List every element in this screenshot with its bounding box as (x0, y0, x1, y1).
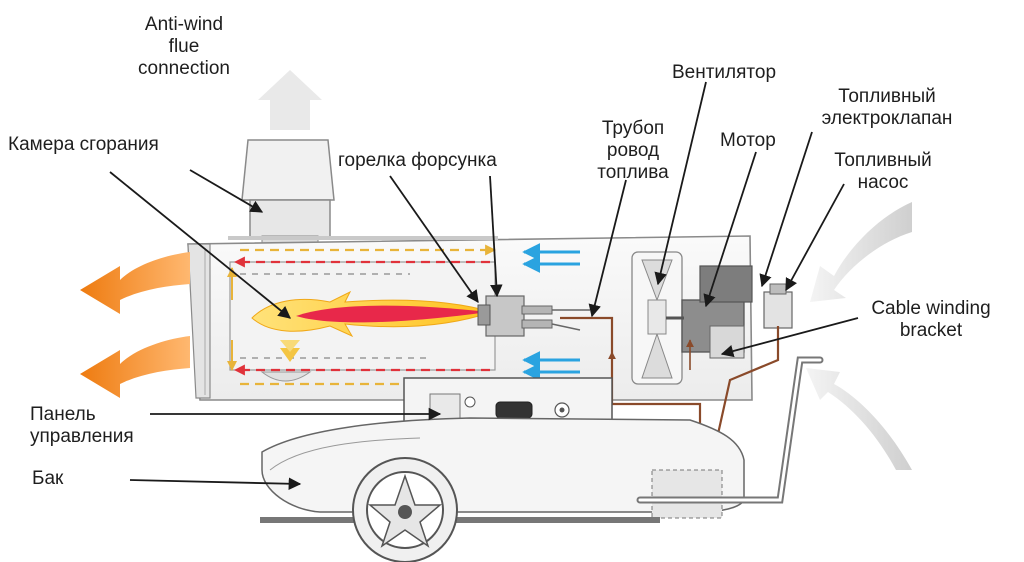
handle-frame (260, 356, 824, 523)
cold-air-arrow-icon (522, 243, 580, 381)
label-fuel-pump: Топливный насос (834, 150, 932, 193)
label-cable-winding-bracket: Cable winding bracket (871, 298, 991, 341)
label-fuel-pipe: Трубоп ровод топлива (597, 118, 669, 183)
label-fan: Вентилятор (672, 62, 777, 83)
flue-connection (241, 139, 335, 253)
leader-lines (109, 81, 859, 491)
label-tank: Бак (32, 468, 64, 489)
hot-air-arrow-icon (80, 252, 190, 398)
fuel-pump (763, 283, 793, 329)
wheel-icon (352, 457, 458, 562)
burner-nozzle (477, 295, 590, 337)
label-combustion-chamber: Камера сгорания (8, 134, 159, 155)
motor (666, 265, 753, 359)
flame-icon (251, 290, 494, 338)
label-control-panel: Панель управления (30, 404, 134, 447)
exhaust-arrow-icon (258, 70, 322, 130)
label-anti-wind-flue-connection: Anti-wind flue connection (138, 14, 230, 79)
intake-arrow-icon (806, 202, 912, 470)
label-fuel-solenoid-valve: Топливный электроклапан (821, 86, 953, 129)
label-burner-nozzle: горелка форсунка (338, 150, 497, 171)
label-motor: Мотор (720, 130, 776, 151)
fan (631, 251, 683, 385)
